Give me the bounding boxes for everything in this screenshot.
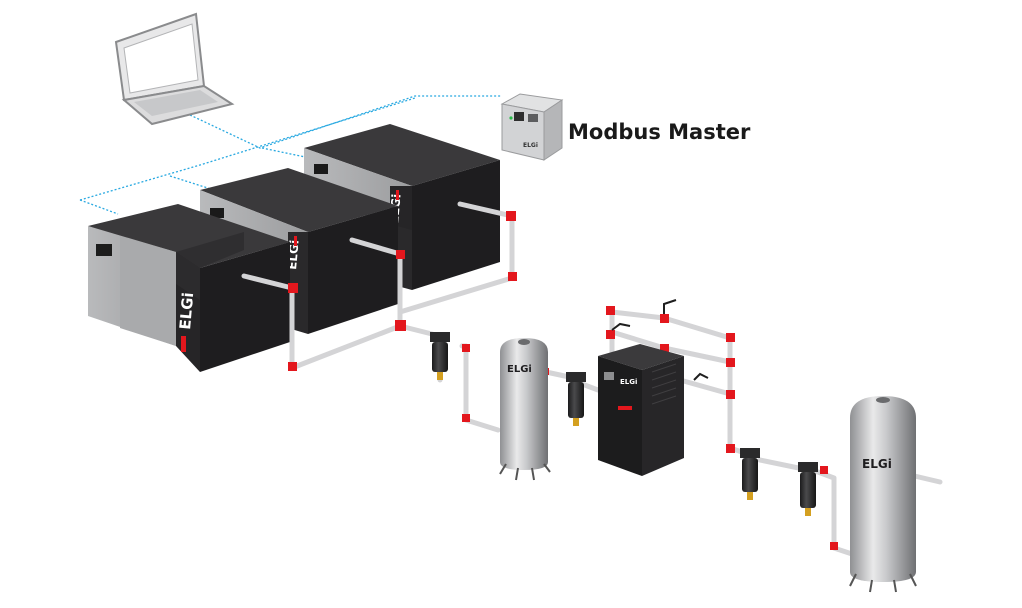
tank-1-logo: ELGi: [507, 364, 532, 375]
compressor-1: ELGi: [88, 204, 290, 372]
tank-2-logo: ELGi: [862, 457, 892, 471]
inline-filter-3: [740, 448, 760, 500]
inline-filter-2: [566, 372, 586, 426]
receiver-tank-1: ELGi: [499, 338, 551, 481]
refrigerated-dryer: ELGi: [598, 344, 684, 476]
compressor-1-logo: ELGi: [176, 292, 197, 331]
network-lines: [79, 95, 502, 215]
inline-filter-4: [798, 462, 818, 516]
valve-handles: [611, 299, 709, 381]
receiver-tank-2: ELGi: [849, 396, 917, 593]
controller-logo: ELGi: [523, 142, 538, 149]
dryer-logo: ELGi: [620, 378, 637, 386]
inline-filter-1: [430, 332, 450, 380]
laptop-icon: [114, 12, 235, 126]
modbus-master-label: Modbus Master: [568, 120, 751, 144]
modbus-master-controller: ELGi: [500, 93, 564, 161]
